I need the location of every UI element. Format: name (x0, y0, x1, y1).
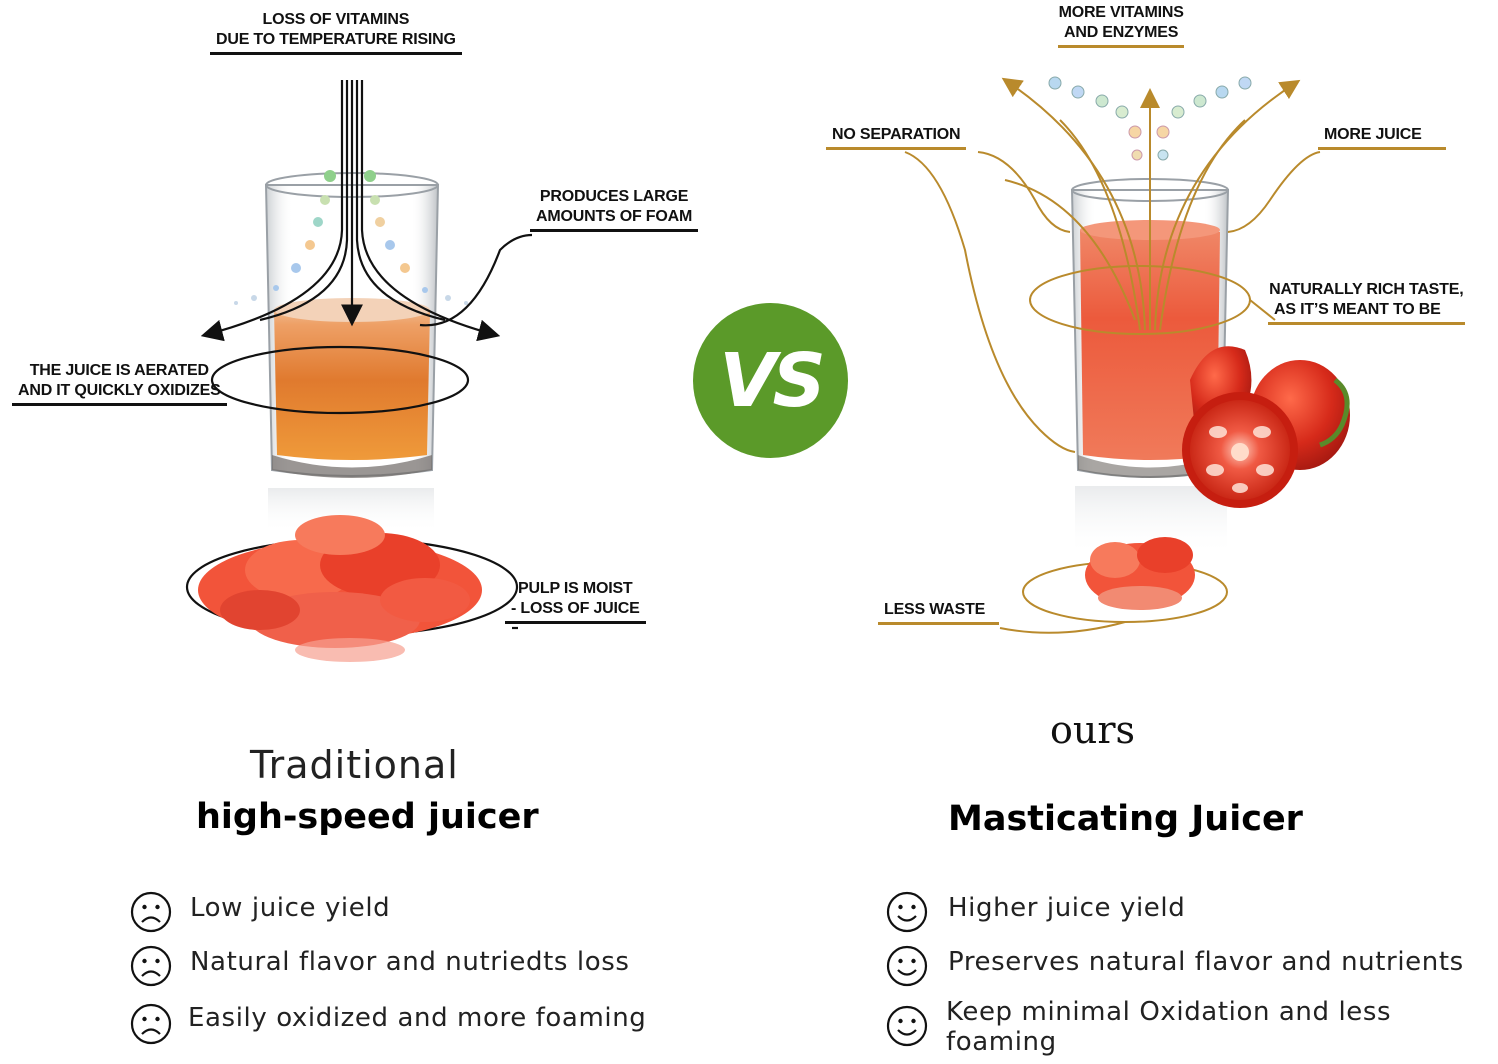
right-juice (1080, 224, 1220, 460)
callout-foam: PRODUCES LARGE AMOUNTS OF FOAM (530, 187, 699, 232)
left-title-light: Traditional (250, 743, 459, 787)
sad-face-icon (130, 945, 172, 987)
left-title-bold: high-speed juicer (196, 797, 539, 837)
callout-no-separation: NO SEPARATION (826, 125, 967, 150)
left-glass (264, 172, 440, 533)
callout-rich-taste: NATURALLY RICH TASTE, AS IT’S MEANT TO B… (1268, 280, 1465, 325)
callout-aerated: THE JUICE IS AERATED AND IT QUICKLY OXID… (12, 361, 227, 406)
callout-vitamins-more: MORE VITAMINS AND ENZYMES (1058, 3, 1185, 48)
happy-face-icon (886, 945, 928, 987)
callout-less-waste: LESS WASTE (878, 600, 1000, 625)
happy-face-icon (886, 1005, 928, 1047)
list-item: Easily oxidized and more foaming (130, 1003, 690, 1057)
vs-badge: VS (693, 303, 848, 458)
list-item: Preserves natural flavor and nutrients (886, 945, 1486, 1003)
left-juice (274, 300, 430, 460)
left-points-list: Low juice yield Natural flavor and nutri… (130, 891, 690, 1057)
left-pulp (198, 515, 482, 662)
right-title-bold: Masticating Juicer (948, 799, 1303, 839)
list-item: Keep minimal Oxidation and less foaming (886, 997, 1426, 1057)
happy-face-icon (886, 891, 928, 933)
left-flow-arrows (200, 80, 501, 342)
comparison-illustration (185, 76, 1350, 662)
sad-face-icon (130, 1003, 172, 1045)
ours-label: ours (1050, 708, 1136, 752)
list-item: Low juice yield (130, 891, 690, 947)
callout-more-juice: MORE JUICE (1318, 125, 1446, 150)
sad-face-icon (130, 891, 172, 933)
list-item: Natural flavor and nutriedts loss (130, 945, 690, 1003)
list-item: Higher juice yield (886, 891, 1486, 947)
left-vitamin-dots (234, 170, 468, 305)
callout-pulp: PULP IS MOIST - LOSS OF JUICE (505, 579, 646, 624)
right-vitamin-dots (1048, 76, 1252, 161)
right-pulp (1085, 537, 1195, 610)
callout-vitamins-loss: LOSS OF VITAMINS DUE TO TEMPERATURE RISI… (210, 10, 462, 55)
right-points-list: Higher juice yield Preserves natural fla… (886, 891, 1486, 1063)
right-tomatoes (1182, 346, 1350, 508)
right-flow-arrows (1001, 77, 1301, 331)
